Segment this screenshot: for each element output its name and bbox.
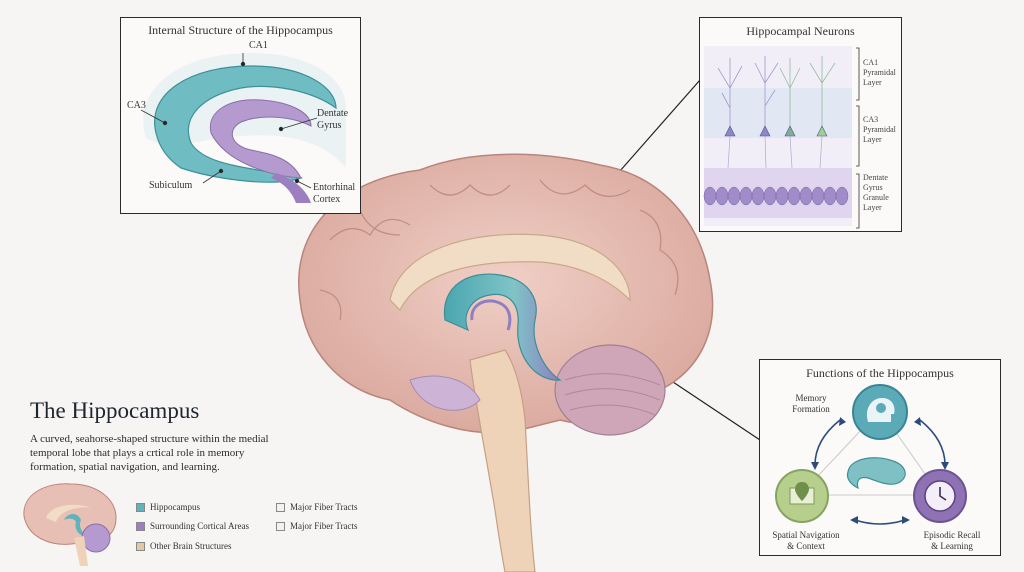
granule-cell (751, 186, 765, 206)
granule-cell (835, 186, 849, 206)
legend-label: Major Fiber Tracts (290, 502, 358, 512)
legend-swatch (276, 521, 285, 531)
functions-panel: Functions of the Hippocampus Memory Form… (759, 359, 1001, 556)
legend-item-fiber-tracts-1: Major Fiber Tracts (276, 502, 358, 512)
internal-structure-title: Internal Structure of the Hippocampus (148, 23, 333, 37)
granule-cell (823, 186, 837, 206)
connector-line-functions (669, 379, 761, 441)
connector-line-neurons (611, 79, 701, 181)
function-label-spatial: Spatial Navigation & Context (772, 530, 840, 551)
granule-cell (727, 186, 741, 206)
hippocampal-neurons-panel: Hippocampal Neurons CA1 Pyramidal Layer … (699, 17, 902, 232)
label-ca1: CA1 (249, 40, 268, 51)
legend-item-cortical: Surrounding Cortical Areas (136, 521, 249, 531)
granule-cell (715, 186, 729, 206)
label-ca3: CA3 (127, 100, 146, 111)
label-entorhinal-cortex: Entorhinal Cortex (313, 182, 356, 205)
neurons-title: Hippocampal Neurons (746, 24, 855, 38)
granule-cell (739, 186, 753, 206)
legend-label: Hippocampus (150, 502, 200, 512)
hippocampus-icon (846, 457, 906, 490)
granule-cell (703, 186, 717, 206)
page-title: The Hippocampus (30, 398, 200, 423)
legend-label: Major Fiber Tracts (290, 521, 358, 531)
label-subiculum: Subiculum (149, 180, 193, 191)
legend-swatch (136, 541, 145, 551)
legend-label: Other Brain Structures (150, 541, 232, 551)
function-label-episodic: Episodic Recall & Learning (923, 530, 981, 551)
layer-label-ca3: CA3 Pyramidal Layer (863, 115, 896, 144)
granule-cell (787, 186, 801, 206)
legend-swatch (136, 502, 145, 512)
granule-cell (799, 186, 813, 206)
function-label-memory: Memory Formation (792, 393, 830, 414)
granule-cell (775, 186, 789, 206)
granule-cell (811, 186, 825, 206)
legend-brain-thumbnail (23, 483, 117, 566)
legend-label: Surrounding Cortical Areas (150, 521, 249, 531)
legend-swatch (136, 521, 145, 531)
neurons-illustration (703, 46, 860, 229)
legend-swatch (276, 502, 285, 512)
legend-item-fiber-tracts-2: Major Fiber Tracts (276, 521, 358, 531)
label-dentate-gyrus: Dentate Gyrus (317, 108, 349, 131)
internal-structure-panel: Internal Structure of the Hippocampus CA… (120, 17, 361, 214)
legend-item-other: Other Brain Structures (136, 541, 231, 551)
hippocampus-cross-section (140, 53, 346, 203)
legend-item-hippocampus: Hippocampus (136, 502, 200, 512)
layer-label-ca1: CA1 Pyramidal Layer (863, 58, 896, 87)
page-description: A curved, seahorse-shaped structure with… (30, 433, 269, 473)
granule-cell (763, 186, 777, 206)
functions-title: Functions of the Hippocampus (806, 366, 954, 380)
functions-cycle-diagram (775, 384, 967, 525)
layer-label-dentate-granule: Dentate Gyrus Granule Layer (863, 173, 889, 212)
